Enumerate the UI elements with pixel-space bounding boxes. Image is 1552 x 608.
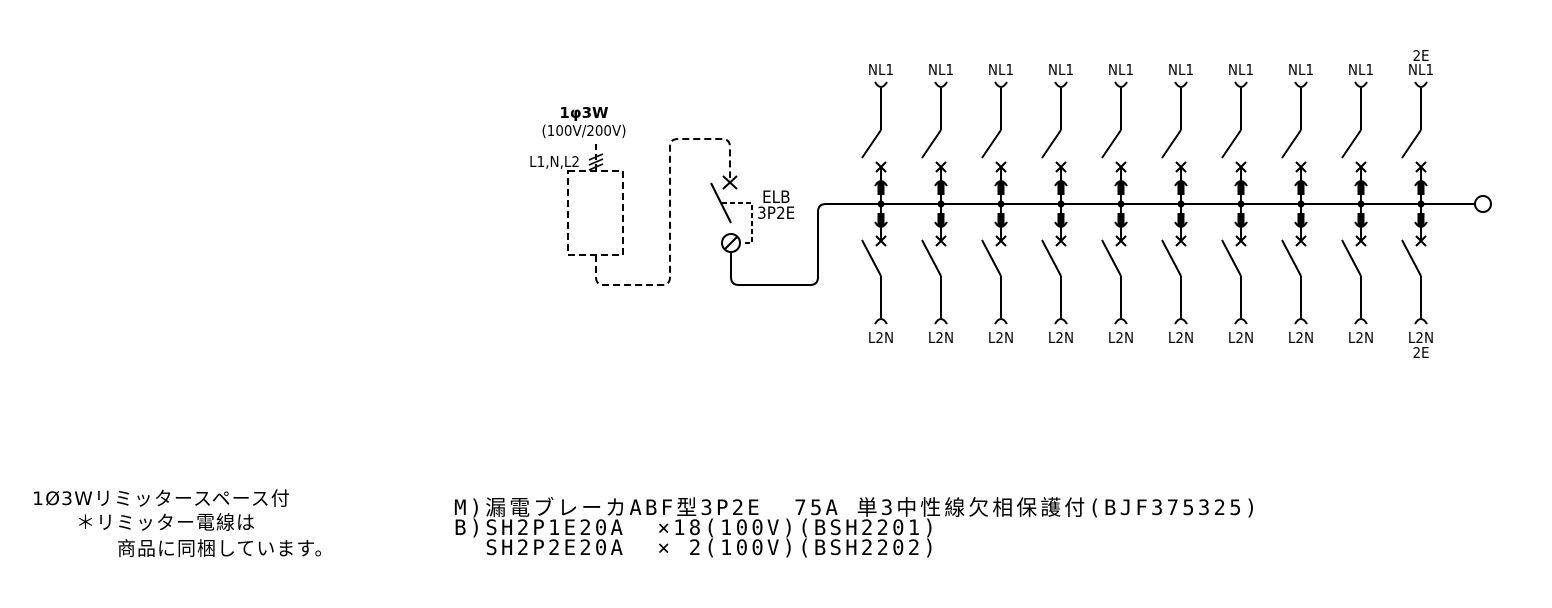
top-terminal-icon [1354,81,1368,88]
supply-phase-label: 1φ3W [559,104,609,122]
branch-bottom-label: L2N [868,329,894,347]
branch-top-label: NL1 [1048,61,1074,79]
limiter-note-line-3: 商品に同梱しています。 [117,538,335,560]
bottom-terminal-icon [1114,318,1128,325]
branch-bottom-label: L2N [1168,329,1194,347]
branch-breakers: NL1L2NNL1L2NNL1L2NNL1L2NNL1L2NNL1L2NNL1L… [861,47,1434,362]
plug-in-contact-icon [1237,182,1245,195]
top-terminal-icon [1054,81,1068,88]
bottom-terminal-icon [1354,318,1368,325]
branch-bottom-label: L2N [1408,329,1434,347]
branch-top-label: NL1 [868,61,894,79]
branch-bottom-label: L2N [1348,329,1374,347]
bottom-terminal-icon [1054,318,1068,325]
bottom-terminal-icon [1294,318,1308,325]
top-terminal-icon [994,81,1008,88]
spec-branch-line-2: SH2P2E20A × 2(100V)(BSH2202) [454,536,939,560]
bottom-terminal-icon [1174,318,1188,325]
bus-end-terminal [1474,195,1492,213]
branch-bottom-label: L2N [1288,329,1314,347]
bottom-terminal-icon [1234,318,1248,325]
branch-top-label: NL1 [1408,61,1434,79]
top-terminal-icon [934,81,948,88]
bottom-terminal-icon [874,318,888,325]
plug-in-contact-icon [937,182,945,195]
limiter-space-box [567,170,624,256]
branch-top-label: NL1 [1108,61,1134,79]
branch-top-extra-label: 2E [1412,47,1429,65]
plug-in-contact-icon [1417,182,1425,195]
limiter-note-line-1: 1Ø3Wリミッタースペース付 [32,488,291,510]
main-breaker-elb-symbol [710,175,1474,286]
main-breaker-type-label: ELB [762,188,791,208]
plug-in-contact-icon [1297,182,1305,195]
branch-top-label: NL1 [988,61,1014,79]
plug-in-contact-icon [1057,182,1065,195]
plug-in-contact-icon [997,182,1005,195]
three-wire-tick-icon [588,153,604,171]
main-breaker-poles-label: 3P2E [757,204,795,224]
bottom-terminal-icon [1414,318,1428,325]
branch-top-label: NL1 [928,61,954,79]
top-terminal-icon [1294,81,1308,88]
supply-voltage-label: (100V/200V) [541,122,626,140]
branch-bottom-label: L2N [1108,329,1134,347]
top-terminal-icon [1114,81,1128,88]
plug-in-contact-icon [877,182,885,195]
limiter-note-line-2: ＊リミッター電線は [76,512,257,534]
branch-bottom-label: L2N [928,329,954,347]
branch-top-label: NL1 [1228,61,1254,79]
spec-main-breaker: M)漏電ブレーカABF型3P2E 75A 単3中性線欠相保護付(BJF37532… [454,496,1261,520]
top-terminal-icon [1414,81,1428,88]
branch-top-label: NL1 [1348,61,1374,79]
plug-in-contact-icon [1117,182,1125,195]
limiter-wire [595,138,731,286]
supply-lines-label: L1,N,L2 [529,153,580,171]
top-terminal-icon [1174,81,1188,88]
branch-top-label: NL1 [1168,61,1194,79]
top-terminal-icon [1234,81,1248,88]
bottom-terminal-icon [994,318,1008,325]
spec-branch-line-1: B)SH2P1E20A ×18(100V)(BSH2201) [454,516,939,540]
plug-in-contact-icon [1177,182,1185,195]
branch-bottom-extra-label: 2E [1412,344,1429,362]
top-terminal-icon [874,81,888,88]
branch-top-label: NL1 [1288,61,1314,79]
branch-bottom-label: L2N [988,329,1014,347]
branch-bottom-label: L2N [1228,329,1254,347]
bottom-terminal-icon [934,318,948,325]
branch-bottom-label: L2N [1048,329,1074,347]
plug-in-contact-icon [1357,182,1365,195]
